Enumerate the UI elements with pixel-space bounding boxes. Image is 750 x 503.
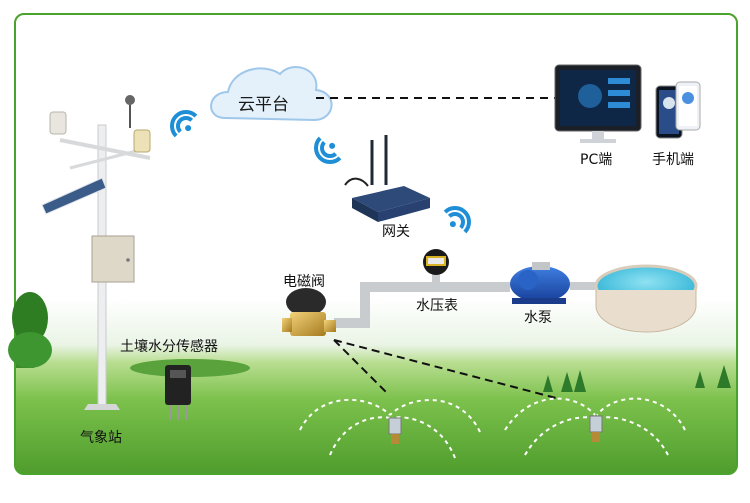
gateway-label: 网关 — [382, 224, 410, 240]
phone-label: 手机端 — [652, 152, 694, 168]
cloud-platform: 云平台 — [210, 66, 333, 122]
wifi-icon — [314, 136, 342, 164]
pc-monitor — [554, 64, 642, 143]
watermark: 搜狐号@精讯畅通 — [610, 480, 714, 496]
soil-moisture-sensor — [165, 365, 191, 420]
water-pipes — [334, 270, 604, 328]
pressure-gauge — [423, 249, 449, 275]
background-trees — [8, 292, 731, 392]
weather-station — [41, 95, 151, 410]
pressure-gauge-label: 水压表 — [416, 298, 458, 314]
cloud-label: 云平台 — [238, 95, 289, 115]
mobile-phones — [655, 81, 701, 139]
soil-sensor-label: 土壤水分传感器 — [120, 338, 218, 355]
sprinkler — [299, 398, 481, 459]
pump-label: 水泵 — [524, 310, 552, 326]
water-pool — [594, 264, 698, 333]
valve-sprinkler-link-2 — [333, 339, 557, 399]
sprinkler — [504, 397, 686, 456]
solenoid-valve — [282, 288, 336, 336]
pc-label: PC端 — [580, 152, 612, 168]
wifi-icon — [170, 110, 198, 138]
wifi-icon — [443, 206, 471, 234]
weather-station-label: 气象站 — [80, 430, 122, 446]
water-pump — [510, 262, 570, 304]
solenoid-valve-label: 电磁阀 — [283, 274, 325, 290]
gateway-router — [344, 135, 430, 222]
